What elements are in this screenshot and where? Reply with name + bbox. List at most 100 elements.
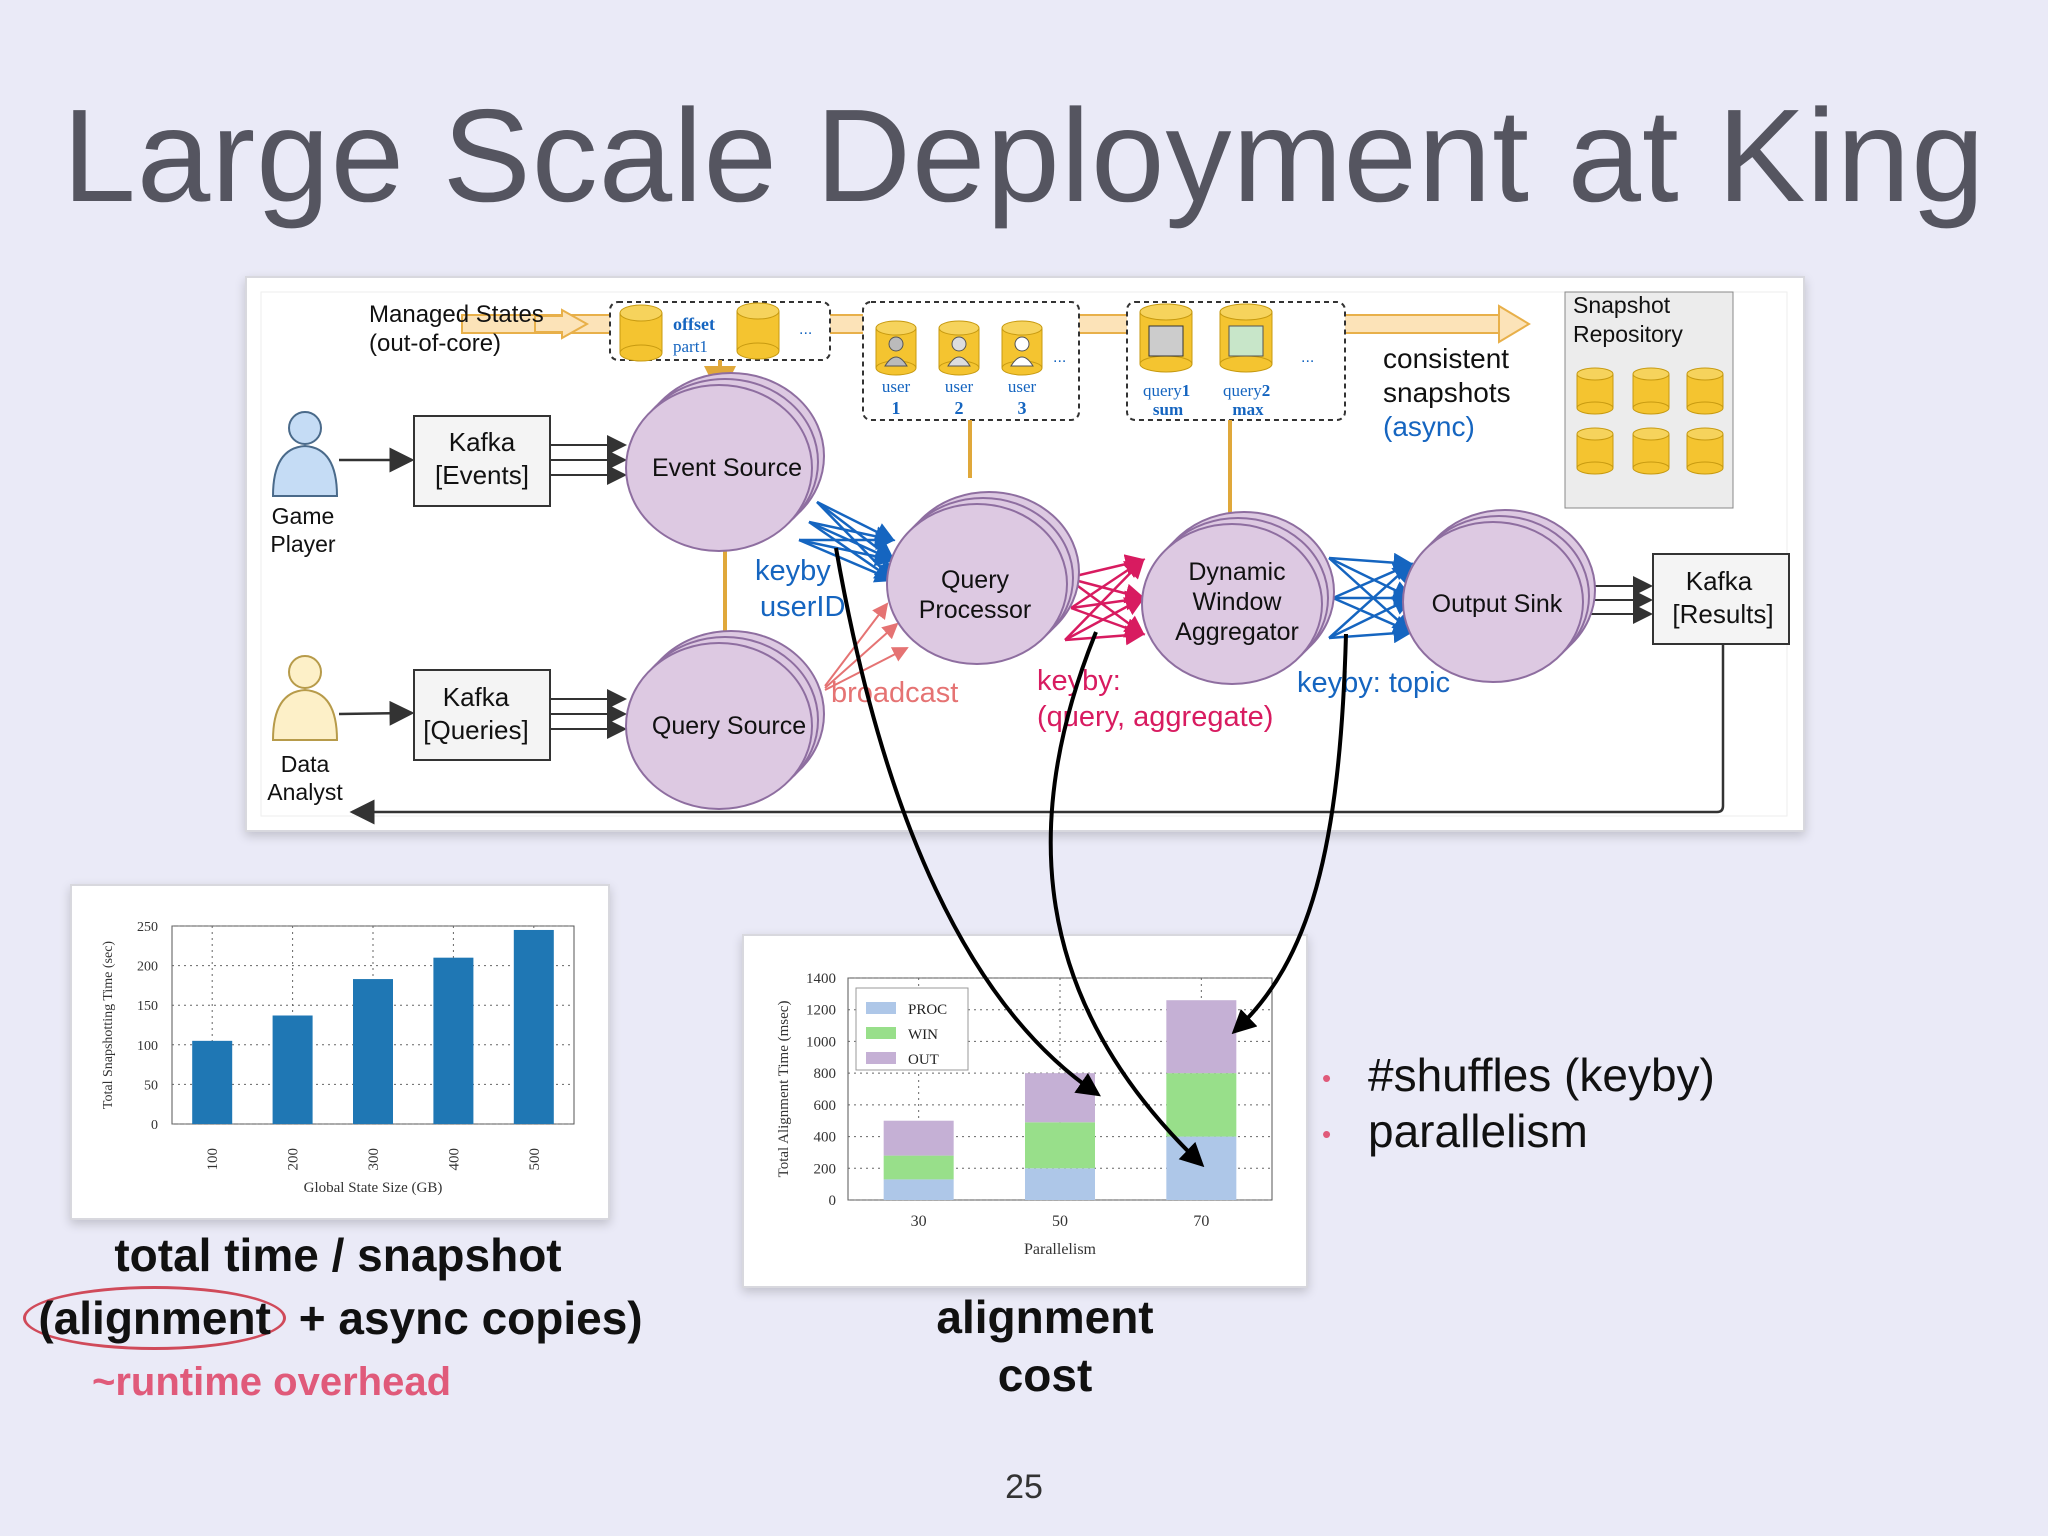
game-player-label: Game — [272, 503, 335, 529]
query-processor-label: Query — [941, 566, 1010, 594]
stacked-bar-segment-out — [1166, 1000, 1237, 1074]
user-label: user — [1008, 377, 1037, 396]
y-tick-label: 200 — [814, 1161, 837, 1177]
user-label: user — [882, 377, 911, 396]
x-tick-label: 300 — [366, 1148, 382, 1171]
output-sink-label: Output Sink — [1432, 590, 1563, 618]
x-axis-label: Parallelism — [1024, 1241, 1097, 1258]
query2-max: max — [1232, 400, 1264, 419]
stacked-bar-segment-proc — [883, 1179, 954, 1200]
game-player-label: Player — [270, 531, 336, 557]
dwa-label: Aggregator — [1175, 618, 1299, 646]
bullet-dot-icon: • — [1322, 1119, 1332, 1150]
user-num: 1 — [892, 398, 901, 418]
x-tick-label: 500 — [527, 1148, 543, 1171]
bar — [433, 957, 474, 1124]
bullet-item: •#shuffles (keyby) — [1322, 1049, 1715, 1101]
right-caption-line2: cost — [997, 1349, 1093, 1401]
y-tick-label: 0 — [829, 1193, 837, 1209]
window-state-icon — [1219, 303, 1273, 373]
user-state-icon — [1001, 320, 1043, 376]
y-tick-label: 50 — [144, 1078, 158, 1093]
out-of-core-label: (out-of-core) — [369, 330, 501, 357]
snapshot-repo-label: Repository — [1573, 321, 1683, 347]
page-number: 25 — [1005, 1468, 1043, 1506]
y-axis-label: Total Alignment Time (msec) — [776, 1001, 792, 1178]
y-tick-label: 600 — [814, 1098, 837, 1114]
bullet-item: •parallelism — [1322, 1105, 1588, 1157]
y-tick-label: 0 — [151, 1118, 158, 1133]
event-source-node — [625, 372, 825, 552]
bullet-dot-icon: • — [1322, 1063, 1332, 1094]
stacked-bar-segment-out — [1025, 1073, 1095, 1123]
kafka-results-label: [Results] — [1672, 599, 1773, 629]
stacked-bar-segment-proc — [1166, 1136, 1237, 1200]
snapshot-repo-label: Snapshot — [1573, 292, 1671, 318]
keyby-userid-label: keyby — [755, 555, 831, 587]
x-tick-label: 50 — [1052, 1213, 1068, 1230]
slide-title: Large Scale Deployment at King — [62, 82, 1986, 229]
output-sink-node — [1402, 509, 1596, 683]
window-state-icon — [1139, 303, 1193, 373]
legend-label: WIN — [908, 1027, 938, 1043]
query1-label: query1 — [1143, 381, 1190, 400]
x-tick-label: 200 — [286, 1148, 302, 1171]
event-source-label: Event Source — [652, 454, 802, 482]
database-icon — [1576, 367, 1724, 475]
y-tick-label: 100 — [137, 1039, 158, 1054]
right-caption-line1: alignment — [936, 1291, 1154, 1343]
ellipsis: ... — [1301, 349, 1314, 366]
stacked-bar-segment-proc — [1025, 1168, 1095, 1200]
y-tick-label: 400 — [814, 1130, 837, 1146]
y-tick-label: 1000 — [806, 1034, 836, 1050]
results-feedback-arrow — [349, 644, 1725, 825]
managed-states-label: Managed States — [369, 301, 544, 328]
keyby-userid-label: userID — [760, 591, 845, 623]
kafka-queries-label: Kafka — [443, 682, 510, 712]
query-processor-label: Processor — [919, 596, 1032, 624]
database-icon — [736, 302, 780, 360]
user-state-icon — [938, 320, 980, 376]
data-analyst-icon — [271, 655, 339, 741]
stacked-bar-segment-win — [1166, 1073, 1237, 1137]
y-tick-label: 200 — [137, 960, 158, 975]
architecture-diagram-panel: Managed States (out-of-core) offset part… — [245, 276, 1805, 832]
x-tick-label: 30 — [911, 1213, 927, 1230]
ellipsis: ... — [1053, 349, 1066, 366]
stacked-bar-segment-win — [883, 1155, 954, 1180]
data-analyst-label: Data — [281, 751, 330, 777]
legend-swatch — [866, 1052, 896, 1064]
dwa-label: Window — [1193, 588, 1283, 616]
query-source-node — [625, 630, 825, 810]
x-axis-label: Global State Size (GB) — [304, 1180, 443, 1196]
data-analyst-label: Analyst — [267, 779, 343, 805]
keyby-query-aggregate-label: keyby: — [1037, 665, 1121, 697]
query-source-label: Query Source — [652, 712, 806, 740]
database-icon — [619, 304, 663, 362]
kafka-results-box — [1652, 553, 1790, 645]
kafka-queries-label: [Queries] — [423, 715, 529, 745]
kafka-events-label: [Events] — [435, 460, 529, 490]
alignment-highlight: (alignment — [23, 1286, 286, 1350]
kafka-events-box — [413, 415, 551, 507]
dwa-label: Dynamic — [1188, 558, 1285, 586]
y-tick-label: 1200 — [806, 1003, 836, 1019]
user-state-icon — [875, 320, 917, 376]
y-tick-label: 1400 — [806, 971, 836, 987]
ellipsis: ... — [799, 321, 812, 338]
consistent-snapshots-label: consistent — [1383, 343, 1509, 374]
architecture-diagram: Managed States (out-of-core) offset part… — [260, 291, 1790, 825]
bar — [513, 929, 554, 1124]
bar — [192, 1040, 233, 1124]
part1-label: part1 — [673, 337, 708, 356]
consistent-snapshots-label: snapshots — [1383, 377, 1511, 408]
left-caption-line1: total time / snapshot — [114, 1229, 562, 1281]
runtime-overhead-label: ~runtime overhead — [92, 1360, 452, 1404]
broadcast-label: broadcast — [831, 677, 958, 709]
game-player-icon — [271, 411, 339, 497]
left-caption-line2: (alignment + async copies) — [20, 1286, 656, 1350]
kafka-events-label: Kafka — [449, 427, 516, 457]
